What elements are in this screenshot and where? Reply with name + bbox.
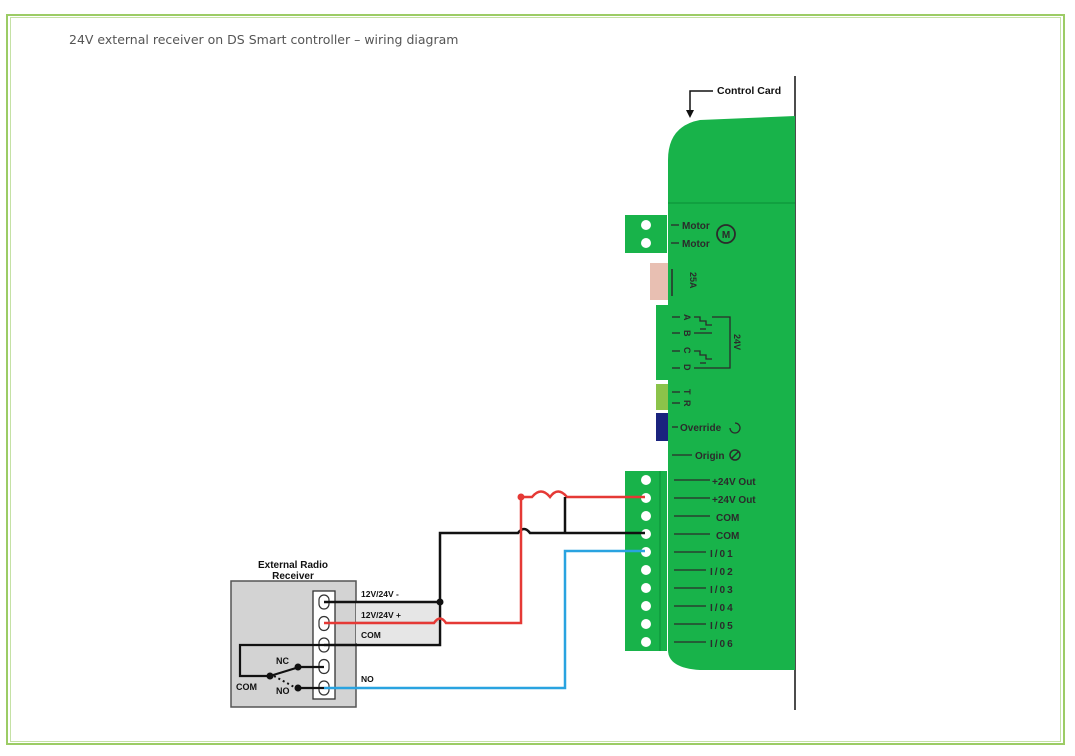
terminal-label-io3: I/03 (710, 585, 735, 596)
wire-black-negative (324, 527, 645, 604)
terminal-label-24v-out-2: +24V Out (712, 495, 756, 506)
battery-letter-a: A (682, 314, 692, 321)
origin-strip (656, 442, 668, 468)
terminal-label-io6: I/06 (710, 639, 735, 650)
motor-label: Motor (682, 239, 710, 250)
terminal-label-24v-out-1: +24V Out (712, 477, 756, 488)
relay-com-label: COM (236, 682, 257, 692)
origin-icon-slash (730, 450, 740, 460)
override-icon (729, 422, 741, 434)
tr-strip (656, 384, 668, 410)
control-card-title: Control Card (717, 85, 781, 97)
control-card-arrow (689, 90, 713, 116)
card-terminal-hole (641, 493, 651, 503)
battery-strip (656, 305, 668, 380)
control-card-arrowhead (686, 110, 694, 118)
motor-symbol: M (722, 230, 730, 241)
control-card-body (668, 116, 795, 670)
relay-no-node (294, 684, 302, 692)
card-terminal-hole (641, 475, 651, 485)
motor-icon (716, 224, 736, 244)
receiver-terminal-label-neg: 12V/24V - (361, 589, 399, 599)
terminal-tick-lines (674, 479, 710, 643)
origin-label: Origin (695, 451, 724, 462)
terminal-label-io1: I/01 (710, 549, 735, 560)
wire-red-positive (324, 490, 645, 625)
relay-nc-label: NC (276, 656, 289, 666)
terminal-label-io4: I/04 (710, 603, 735, 614)
outer-frame (6, 14, 1065, 745)
terminal-label-com-1: COM (716, 513, 739, 524)
override-strip (656, 413, 668, 441)
terminal-holes (641, 475, 651, 647)
fuse-label: 25A (688, 272, 698, 289)
override-label: Override (680, 423, 722, 434)
card-terminal-hole (641, 601, 651, 611)
relay-no-label: NO (276, 686, 290, 696)
card-terminal-hole (641, 529, 651, 539)
receiver-title-line2: Receiver (272, 571, 314, 582)
card-terminal-hole (641, 547, 651, 557)
relay-nc-node (294, 663, 302, 671)
receiver-terminal-label-no: NO (361, 674, 374, 684)
receiver-terminal-label-com: COM (361, 630, 381, 640)
relay-com-node (266, 672, 274, 680)
battery-letter-b: B (682, 330, 692, 337)
diagram-caption: 24V external receiver on DS Smart contro… (69, 32, 459, 47)
inner-frame (10, 17, 1061, 742)
wire-black-com (324, 602, 442, 647)
receiver-title-line1: External Radio (258, 560, 328, 571)
tr-letter-t: T (682, 389, 692, 395)
motor-terminal (641, 220, 651, 230)
card-terminal-hole (641, 619, 651, 629)
card-terminal-hole (641, 511, 651, 521)
terminal-label-com-2: COM (716, 531, 739, 542)
card-terminal-hole (641, 565, 651, 575)
receiver-terminal-label-pos: 12V/24V + (361, 610, 401, 620)
origin-icon (729, 449, 741, 461)
battery-voltage-label: 24V (732, 334, 742, 350)
tr-letter-r: R (682, 400, 692, 407)
card-terminal-hole (641, 583, 651, 593)
wire-blue-no (324, 549, 645, 690)
relay-wiring (238, 643, 324, 690)
battery-letter-d: D (682, 364, 692, 371)
terminal-label-io2: I/02 (710, 567, 735, 578)
fuse-holder (650, 263, 668, 300)
battery-letter-c: C (682, 347, 692, 354)
motor-terminal (641, 238, 651, 248)
relay-no-contact (273, 675, 297, 689)
terminal-label-io5: I/05 (710, 621, 735, 632)
card-terminal-hole (641, 637, 651, 647)
motor-label: Motor (682, 221, 710, 232)
battery-symbol (672, 316, 731, 369)
wire-junction (517, 493, 525, 501)
